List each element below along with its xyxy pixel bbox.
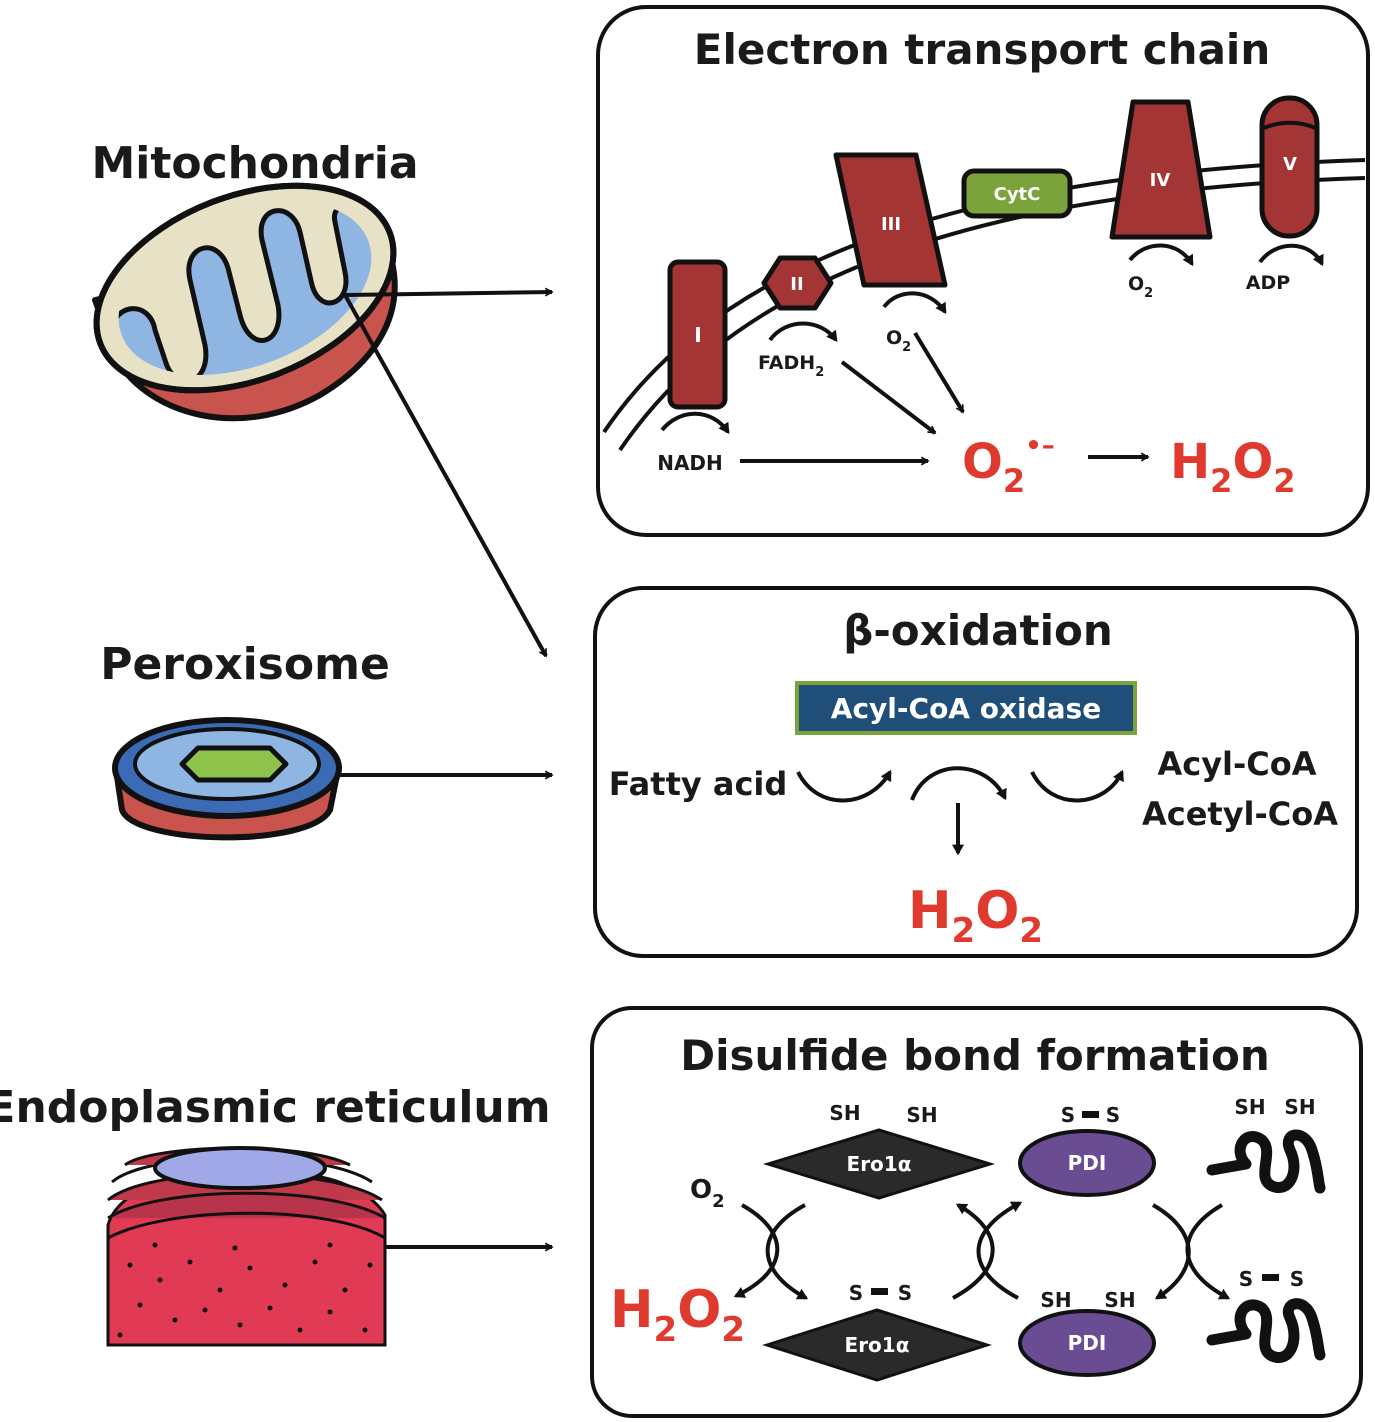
ero1a-bottom-label: Ero1α [845, 1333, 910, 1357]
fadh2-label: FADH2 [758, 352, 824, 380]
sh-label-pdi-bottom-1: SH [1040, 1288, 1071, 1312]
complex-iv: IV [1109, 99, 1213, 240]
acyl-coa-oxidase-box: Acyl-CoA oxidase [795, 681, 1137, 735]
complex-v-label: V [1283, 154, 1297, 175]
h2o2-etc-label: H2O2 [1170, 434, 1296, 500]
er-label: Endoplasmic reticulum [0, 1082, 551, 1133]
o2-label-complex-iii: O2 [886, 327, 911, 355]
beta-oxidation-title: β-oxidation [843, 606, 1112, 655]
etc-curved-arrows [660, 243, 1324, 434]
complex-ii-label: II [790, 274, 803, 295]
s-label-pdi-top-1: S [1061, 1103, 1075, 1127]
s-label-protein-2: S [1290, 1267, 1304, 1291]
s-label-ero-bottom-2: S [898, 1281, 912, 1305]
complex-v: V [1259, 95, 1320, 239]
complex-iii-label: III [881, 214, 901, 235]
cytochrome-c: CytC [961, 168, 1073, 219]
sh-label-ero-top-2: SH [906, 1103, 937, 1127]
o2-label-complex-iv: O2 [1128, 273, 1153, 301]
h2o2-beta-label: H2O2 [908, 881, 1043, 951]
s-label-pdi-top-2: S [1106, 1103, 1120, 1127]
complex-iii: III [833, 152, 948, 288]
s-label-protein-1: S [1239, 1267, 1253, 1291]
sh-label-pdi-bottom-2: SH [1104, 1288, 1135, 1312]
er-illustration [106, 1146, 387, 1347]
superoxide-label: O2•– [962, 431, 1055, 500]
complex-i-label: I [694, 323, 701, 347]
ero1a-bottom: Ero1α [762, 1308, 992, 1382]
complex-i: I [667, 259, 728, 410]
o2-disulfide-label: O2 [690, 1175, 725, 1212]
sh-label-protein-2: SH [1284, 1095, 1315, 1119]
mitochondria-label: Mitochondria [91, 138, 418, 189]
acyl-coa-label: Acyl-CoA [1157, 745, 1316, 783]
peroxisome-illustration [112, 717, 342, 841]
cytc-label: CytC [994, 184, 1041, 205]
protein-substrates [1206, 1129, 1326, 1363]
pdi-top-label: PDI [1068, 1151, 1107, 1175]
disulfide-cross-arrows [733, 1201, 1231, 1300]
disulfide-bonds [871, 1111, 1279, 1295]
peroxisome-label: Peroxisome [100, 639, 390, 690]
s-label-ero-bottom-1: S [849, 1281, 863, 1305]
pdi-bottom: PDI [1018, 1309, 1156, 1377]
acetyl-coa-label: Acetyl-CoA [1142, 795, 1338, 833]
pdi-top: PDI [1018, 1129, 1156, 1197]
organelle-arrows [335, 292, 552, 1247]
sh-label-protein-1: SH [1234, 1095, 1265, 1119]
adp-label: ADP [1246, 272, 1290, 294]
beta-oxidation-arrows [796, 766, 1124, 856]
h2o2-disulfide-label: H2O2 [610, 1280, 745, 1350]
disulfide-title: Disulfide bond formation [680, 1031, 1270, 1080]
fatty-acid-label: Fatty acid [609, 765, 788, 803]
disulfide-panel [590, 1006, 1363, 1418]
ero1a-top: Ero1α [762, 1128, 996, 1200]
complex-iv-label: IV [1150, 170, 1171, 191]
complex-ii: II [761, 255, 834, 311]
pdi-bottom-label: PDI [1068, 1331, 1107, 1355]
thiol-labels: SH SH SH SH SH SH S S S S S S [829, 1095, 1315, 1312]
sh-label-ero-top-1: SH [829, 1101, 860, 1125]
ero1a-top-label: Ero1α [847, 1152, 912, 1176]
acyl-coa-oxidase-label: Acyl-CoA oxidase [831, 692, 1101, 725]
mitochondrion-illustration [92, 182, 398, 422]
etc-straight-arrows [740, 331, 1148, 461]
nadh-label: NADH [657, 451, 723, 475]
etc-title: Electron transport chain [694, 25, 1270, 74]
